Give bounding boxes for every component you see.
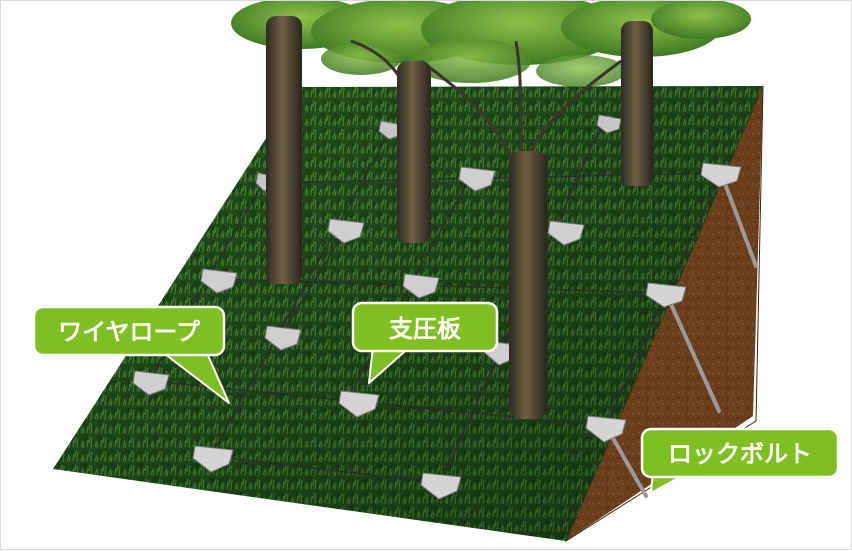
tree-trunk — [266, 16, 302, 284]
bearing-plate-label: 支圧板 — [389, 315, 462, 343]
bearing-plate — [547, 220, 585, 246]
bearing-plate — [402, 273, 440, 299]
bearing-plate — [327, 218, 365, 244]
bearing-plate — [264, 325, 302, 351]
bearing-plate — [338, 390, 380, 418]
bearing-plate — [645, 282, 687, 308]
rock-bolt — [719, 171, 758, 268]
bearing-plates — [132, 114, 742, 500]
bearing-plate — [420, 472, 462, 500]
bearing-plate — [585, 415, 627, 443]
rock-bolt — [664, 291, 721, 413]
bearing-plate — [200, 268, 238, 294]
tree-trunk — [397, 61, 431, 243]
bearing-plate — [192, 445, 234, 473]
bearing-plate — [458, 166, 496, 192]
callout-bearing-plate: 支圧板 — [351, 301, 499, 384]
trees — [231, 1, 751, 419]
rock-bolt-label: ロックボルト — [668, 440, 812, 468]
callout-wire-rope: ワイヤロープ — [32, 305, 230, 404]
tree-canopy — [231, 1, 751, 87]
tree-trunk — [509, 151, 547, 419]
wire-rope-label: ワイヤロープ — [58, 318, 201, 346]
callout-rock-bolt: ロックボルト — [640, 427, 840, 494]
bearing-plate — [700, 162, 742, 188]
tree-trunk — [621, 21, 653, 186]
bearing-plate — [596, 114, 622, 134]
bearing-plate — [132, 370, 170, 396]
